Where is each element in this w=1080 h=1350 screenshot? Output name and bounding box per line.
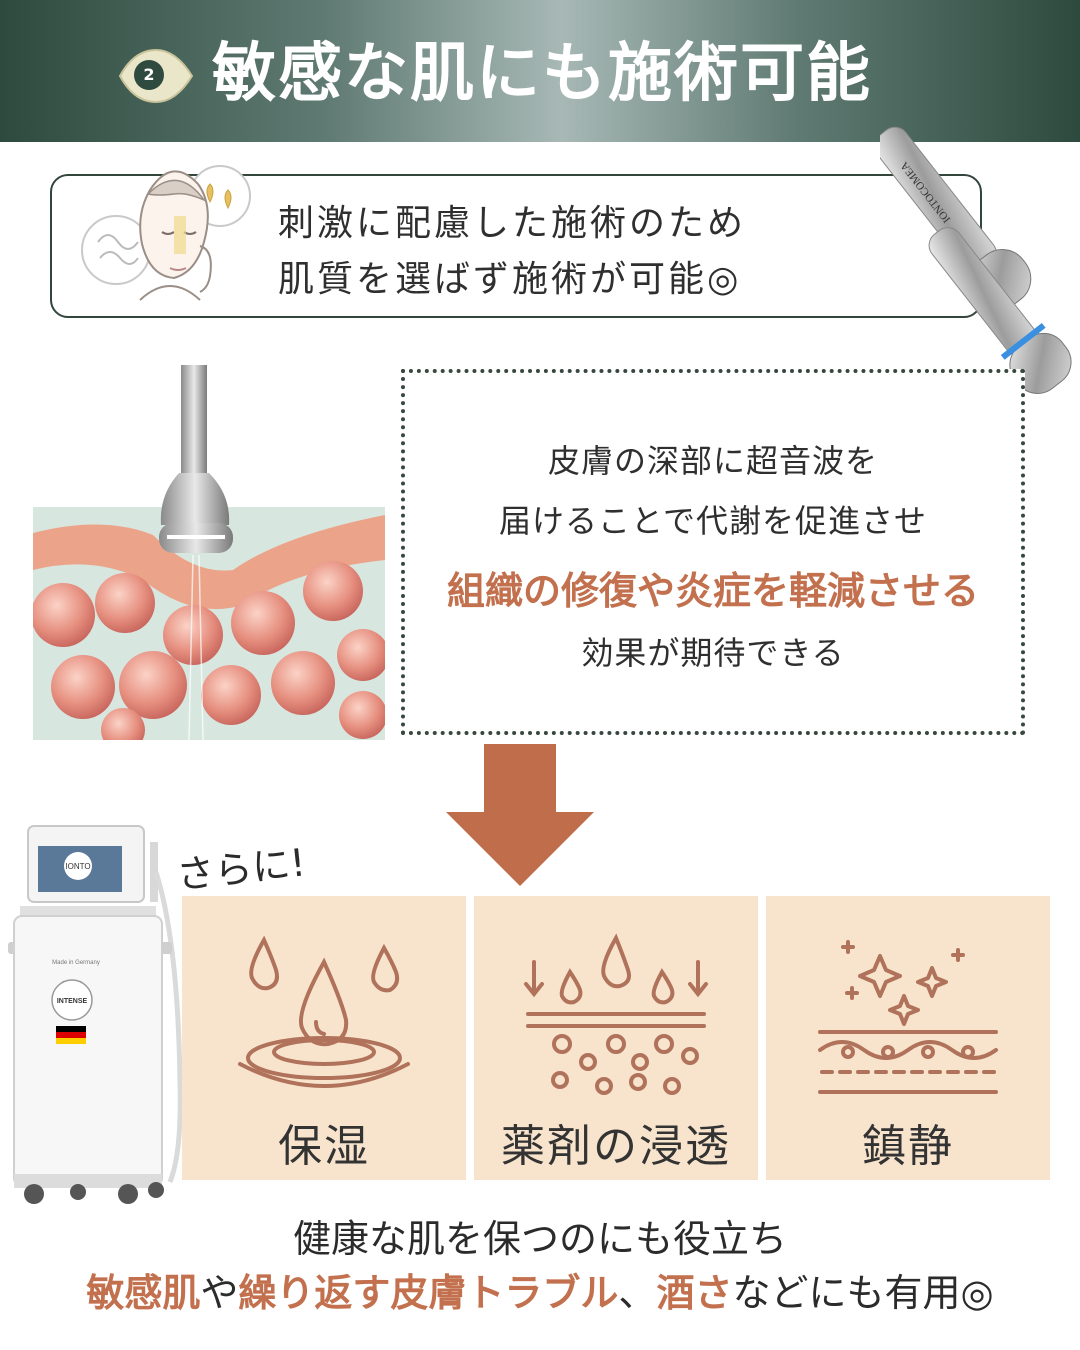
mechanism-emphasis: 組織の修復や炎症を軽減させる — [446, 569, 979, 613]
ultrasound-probes-image: IONTOCOMEA — [880, 126, 1072, 394]
mechanism-line-2: 届けることで代謝を促進させ — [498, 502, 928, 540]
benefit-card-moisture: 保湿 — [182, 896, 466, 1180]
footer-line-1: 健康な肌を保つのにも役立ち — [292, 1217, 787, 1261]
footer-accent-skin-trouble: 繰り返す皮膚トラブル — [238, 1271, 619, 1315]
footer-text: や — [200, 1271, 239, 1315]
footer-accent-sensitive-skin: 敏感肌 — [86, 1271, 201, 1315]
intro-line-1: 刺激に配慮した施術のため — [278, 203, 747, 244]
page-title: 敏感な肌にも施術可能 — [212, 36, 872, 111]
benefit-label: 薬剤の浸透 — [501, 1121, 731, 1172]
soothing-skin-icon — [818, 940, 998, 1094]
sensitive-skin-face-icon — [81, 165, 251, 301]
benefit-card-soothing: 鎮静 — [766, 896, 1050, 1180]
water-drops-icon — [238, 935, 410, 1088]
benefit-label: 鎮静 — [862, 1121, 954, 1172]
benefit-label: 保湿 — [278, 1121, 370, 1172]
machine-product-name: INTENSE — [57, 998, 88, 1005]
footer-text: 、 — [618, 1271, 657, 1315]
section-number: 2 — [134, 60, 164, 90]
mechanism-line-1: 皮膚の深部に超音波を — [547, 442, 878, 480]
intro-text: 刺激に配慮した施術のため 肌質を選ばず施術が可能◎ — [278, 196, 838, 308]
skin-tissue-ultrasound-image — [33, 365, 385, 740]
footer-line-2: 敏感肌や繰り返す皮膚トラブル、酒さなどにも有用◎ — [0, 1262, 1080, 1317]
footer-text: などにも有用◎ — [732, 1271, 994, 1315]
mechanism-line-4: 効果が期待できる — [581, 634, 845, 672]
mechanism-box — [401, 369, 1025, 735]
ionto-machine-image: IONTO Made in Germany INTENSE — [8, 825, 183, 1204]
intro-line-2: 肌質を選ばず施術が可能◎ — [278, 259, 742, 300]
machine-made-in: Made in Germany — [52, 960, 100, 966]
down-arrow-icon — [446, 744, 594, 886]
benefit-card-penetration: 薬剤の浸透 — [474, 896, 758, 1180]
footer-accent-rosacea: 酒さ — [656, 1271, 733, 1315]
machine-screen-logo: IONTO — [65, 862, 90, 871]
penetration-icon — [524, 933, 708, 1095]
